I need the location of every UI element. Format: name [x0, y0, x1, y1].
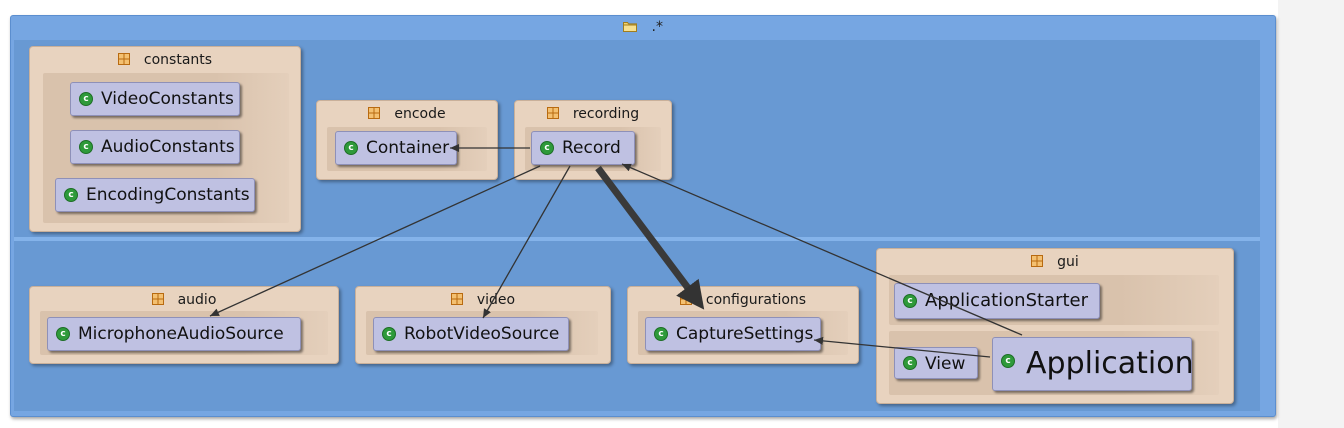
- package-title: encode: [317, 101, 497, 127]
- package-name: configurations: [705, 292, 807, 308]
- class-microphoneaudiosource[interactable]: c MicrophoneAudioSource: [47, 317, 301, 351]
- class-name: EncodingConstants: [86, 185, 250, 205]
- package-audio[interactable]: audio c MicrophoneAudioSource: [29, 286, 339, 364]
- class-videoconstants[interactable]: c VideoConstants: [70, 82, 240, 116]
- edge-view-capturesettings: [813, 336, 991, 358]
- package-icon: [450, 293, 463, 305]
- canvas-margin: [1278, 0, 1344, 428]
- class-name: ApplicationStarter: [925, 290, 1089, 311]
- package-name: encode: [394, 106, 446, 122]
- package-icon: [368, 107, 381, 119]
- edge-application-record: [621, 163, 1023, 336]
- root-package-name: .*: [651, 19, 663, 35]
- class-icon: c: [64, 188, 78, 202]
- package-icon: [151, 293, 164, 305]
- package-icon: [117, 53, 130, 65]
- class-icon: c: [344, 141, 358, 155]
- top-margin: [0, 0, 1344, 10]
- layer-separator: [14, 237, 1260, 241]
- folder-icon: [623, 22, 638, 32]
- package-icon: [546, 107, 559, 119]
- class-name: Container: [366, 138, 450, 158]
- package-title: video: [356, 287, 610, 313]
- class-name: VideoConstants: [101, 89, 234, 109]
- package-title: constants: [30, 47, 300, 73]
- class-name: View: [925, 354, 966, 374]
- class-icon: c: [79, 140, 93, 154]
- class-name: CaptureSettings: [676, 324, 814, 344]
- package-title: gui: [877, 249, 1233, 275]
- class-name: Application: [1026, 346, 1194, 381]
- class-encodingconstants[interactable]: c EncodingConstants: [55, 178, 255, 212]
- class-icon: c: [540, 141, 554, 155]
- class-icon: c: [79, 92, 93, 106]
- class-icon: c: [382, 327, 396, 341]
- package-configurations[interactable]: configurations c CaptureSettings: [627, 286, 859, 364]
- class-applicationstarter[interactable]: c ApplicationStarter: [894, 283, 1100, 319]
- class-icon: c: [654, 327, 668, 341]
- package-name: gui: [1057, 254, 1079, 270]
- class-application[interactable]: c Application: [992, 337, 1194, 391]
- package-video[interactable]: video c RobotVideoSource: [355, 286, 611, 364]
- class-name: RobotVideoSource: [404, 324, 560, 344]
- package-icon: [1031, 255, 1044, 267]
- package-title: audio: [30, 287, 338, 313]
- edge-record-capturesettings: [595, 165, 705, 310]
- edge-record-microphoneaudiosource: [209, 165, 541, 317]
- package-encode[interactable]: encode c Container: [316, 100, 498, 180]
- edge-record-robotvideosource: [482, 165, 571, 319]
- class-icon: c: [56, 327, 70, 341]
- package-name: constants: [143, 52, 213, 68]
- package-name: video: [476, 292, 516, 308]
- class-record[interactable]: c Record: [531, 131, 635, 165]
- package-name: audio: [177, 292, 217, 308]
- class-robotvideosource[interactable]: c RobotVideoSource: [373, 317, 569, 351]
- package-recording[interactable]: recording c Record: [514, 100, 672, 180]
- class-icon: c: [903, 356, 917, 370]
- class-icon: c: [1001, 354, 1015, 368]
- class-icon: c: [903, 294, 917, 308]
- package-title: recording: [515, 101, 671, 127]
- root-package-title: .*: [11, 19, 1275, 35]
- class-capturesettings[interactable]: c CaptureSettings: [645, 317, 821, 351]
- class-name: Record: [562, 138, 621, 158]
- class-container[interactable]: c Container: [335, 131, 457, 165]
- class-audioconstants[interactable]: c AudioConstants: [70, 130, 240, 164]
- package-name: recording: [572, 106, 640, 122]
- class-name: AudioConstants: [101, 137, 235, 157]
- class-name: MicrophoneAudioSource: [78, 324, 284, 344]
